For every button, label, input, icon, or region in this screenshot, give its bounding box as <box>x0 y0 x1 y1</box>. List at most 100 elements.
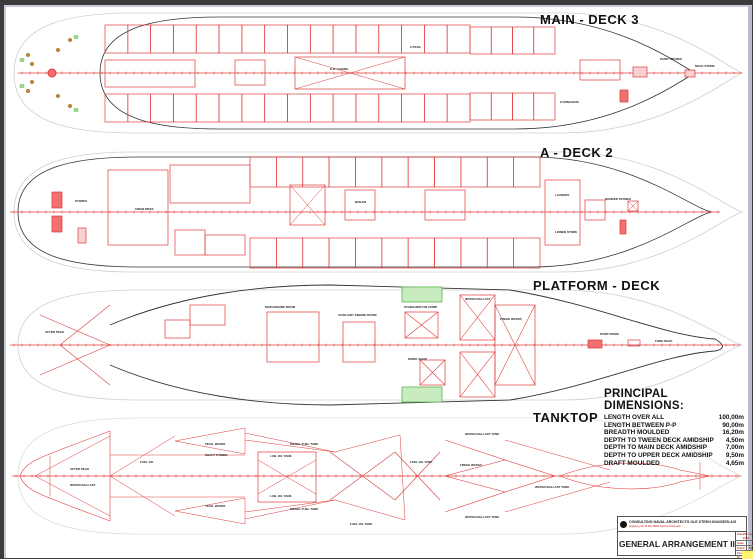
label-lub-oil: LUB. OIL TANK <box>270 494 293 498</box>
cabin-port <box>378 24 402 54</box>
cabin-starboard <box>332 93 357 123</box>
cabin-port <box>309 24 334 54</box>
meta-label: Scale <box>736 541 744 545</box>
label-tech-water: TECH. WATER <box>205 504 226 508</box>
cabin-port <box>287 24 311 54</box>
label-fuel-oil-tank: FUEL OIL TANK <box>410 460 433 464</box>
label-water-ballast: WATER BALLAST <box>70 483 96 487</box>
crew-mess <box>107 169 169 246</box>
cabin-starboard <box>355 237 383 269</box>
fairlead-icon <box>19 84 25 88</box>
cabin-port <box>434 156 462 188</box>
label-water-ballast: WATER BALLAST <box>465 297 491 301</box>
refrigerator <box>174 229 206 256</box>
fairlead-icon <box>73 35 79 39</box>
label-linnen-store: LINNEN STORE <box>555 230 577 234</box>
cabin-port <box>424 24 448 54</box>
steering-gear-starboard <box>51 215 63 233</box>
label-boiler: BOILER <box>355 200 367 204</box>
pump-room-pump <box>587 339 603 349</box>
bow-thruster <box>627 339 641 347</box>
dimension-value: 4,65m <box>725 459 744 467</box>
label-water-ballast-tank: WATER BALLAST TANK <box>465 432 500 436</box>
cabin-starboard <box>460 237 488 269</box>
hull-ghost-a-deck <box>13 151 744 273</box>
fairlead-icon <box>73 108 79 112</box>
label-stabilizer: STABILIZER FIN COMP. <box>404 305 438 309</box>
cabin-starboard <box>378 93 402 123</box>
label-gymnasium: GYMNASIUM <box>560 100 579 104</box>
tank-diagonal <box>404 311 439 339</box>
main-engine-seat <box>266 311 320 363</box>
label-fresh-water: FRESH WATER <box>460 463 482 467</box>
label-stores: STORES <box>75 199 87 203</box>
bollard-icon <box>56 93 61 98</box>
sheet-title: GENERAL ARRANGEMENT II <box>619 538 735 549</box>
after-peak-tank <box>39 304 111 386</box>
label-laundry: LAUNDRY <box>555 193 570 197</box>
label-shaft-tunnel: SHAFT TUNNEL <box>205 453 228 457</box>
firm-address: Hojbjerg 42-44 DK-8000 Aarhus Danmark <box>629 524 681 528</box>
cabin-port <box>512 26 535 55</box>
fuel-oil-tank <box>109 435 176 517</box>
cabin-starboard <box>241 93 266 123</box>
cabin-starboard <box>150 93 174 123</box>
fuel-oil-tank-outline <box>334 434 406 521</box>
meta-label: Date <box>736 532 743 536</box>
emergency-generator <box>189 304 226 326</box>
label-water-ballast-tank: WATER BALLAST TANK <box>465 515 500 519</box>
label-fuel-oil-tank: FUEL OIL TANK <box>350 522 373 526</box>
label-work-shop: WORK SHOP <box>408 357 427 361</box>
cabin-starboard <box>195 93 220 123</box>
bollard-icon <box>56 48 61 53</box>
cabin-port <box>446 24 471 54</box>
fresh-water-tank <box>494 304 536 386</box>
dimension-name: DEPTH TO TWEEN DECK AMIDSHIP <box>604 436 714 444</box>
cabin-starboard <box>469 92 492 121</box>
label-fuel-oil: FUEL OIL <box>140 460 154 464</box>
label-bonded-stores: BONDED STORES <box>605 197 631 201</box>
boiler-casing <box>344 189 376 221</box>
cabin-starboard <box>381 237 409 269</box>
casing-diagonal <box>294 56 406 90</box>
dimension-value: 90,00m <box>722 421 744 429</box>
firm-name: CONSULTING NAVAL ARCHITECTS OLE STEEN KN… <box>629 520 737 524</box>
bollard-icon <box>67 38 72 43</box>
fuel-oil-tank <box>329 451 396 501</box>
cabin-starboard <box>218 93 243 123</box>
label-deck-store: DECK STORE <box>695 64 715 68</box>
meta-row: Drw. Nr. <box>736 551 753 559</box>
cabin-port <box>533 26 556 55</box>
cabin-port <box>460 156 488 188</box>
cabin-port <box>490 26 513 55</box>
tank-diagonal <box>494 304 536 386</box>
meta-value: KK/JPK <box>748 546 753 550</box>
dimension-name: DEPTH TO MAIN DECK AMIDSHIP <box>604 444 707 452</box>
fire-station <box>619 89 629 103</box>
label-er-casing: E.R. CASING <box>330 67 349 71</box>
hull-outline-platform <box>109 284 723 406</box>
cabin-starboard <box>446 93 471 123</box>
er-casing <box>294 56 406 90</box>
steering-gear-port <box>51 191 63 209</box>
label-lub-oil: LUB. OIL TANK <box>270 454 293 458</box>
cabin-starboard <box>309 93 334 123</box>
deck-title-main-deck-3: MAIN - DECK 3 <box>540 12 639 27</box>
tech-water-tank <box>174 427 246 525</box>
cabin-port <box>469 26 492 55</box>
cabin-starboard <box>424 93 448 123</box>
meta-label: Drw. Nr. <box>736 551 743 559</box>
cabin-starboard <box>264 93 288 123</box>
label-water-ballast-tank: WATER BALLAST TANK <box>535 485 570 489</box>
fuel-oil-tank <box>404 311 439 339</box>
cabin-port <box>249 156 277 188</box>
cabin-starboard <box>490 92 513 121</box>
galley <box>169 164 251 204</box>
label-fore-peak: FORE PEAK <box>655 339 673 343</box>
cabin-port <box>355 24 380 54</box>
